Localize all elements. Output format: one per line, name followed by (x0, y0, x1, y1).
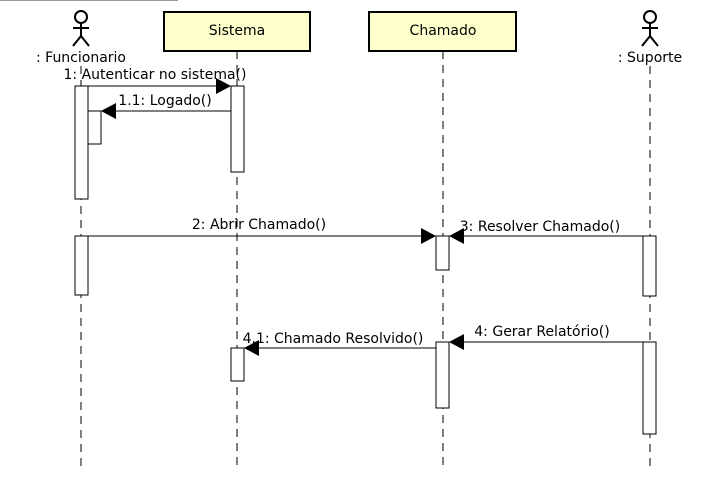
message-2 (88, 228, 436, 244)
activation-sistema-2 (230, 347, 245, 382)
message-4-1 (244, 340, 436, 356)
message-3 (449, 228, 643, 244)
actor-suporte-label: : Suporte (618, 50, 682, 66)
actor-funcionario-label: : Funcionario (36, 50, 126, 66)
activation-funcionario-2 (74, 235, 89, 296)
object-sistema-label: Sistema (209, 23, 265, 39)
activation-suporte-2 (642, 341, 657, 435)
message-1-1 (101, 103, 231, 119)
message-1 (88, 78, 231, 94)
message-2-label: 2: Abrir Chamado() (192, 217, 326, 233)
activation-funcionario-self (87, 110, 102, 145)
activation-chamado-1 (435, 235, 450, 271)
message-1-1-label: 1.1: Logado() (118, 93, 211, 109)
activation-chamado-2 (435, 341, 450, 409)
object-sistema-box (163, 11, 311, 52)
message-1-label: 1: Autenticar no sistema() (64, 67, 247, 83)
message-4-label: 4: Gerar Relatório() (474, 324, 609, 340)
activation-suporte-1 (642, 235, 657, 297)
actor-suporte-icon (641, 10, 659, 47)
message-4-1-label: 4.1: Chamado Resolvido() (243, 331, 424, 347)
object-chamado-label: Chamado (410, 23, 477, 39)
activation-funcionario-1 (74, 85, 89, 200)
object-chamado-box (368, 11, 517, 52)
message-3-label: 3: Resolver Chamado() (460, 219, 620, 235)
actor-funcionario-icon (72, 10, 90, 47)
message-4 (449, 334, 643, 350)
activation-sistema-1 (230, 85, 245, 173)
